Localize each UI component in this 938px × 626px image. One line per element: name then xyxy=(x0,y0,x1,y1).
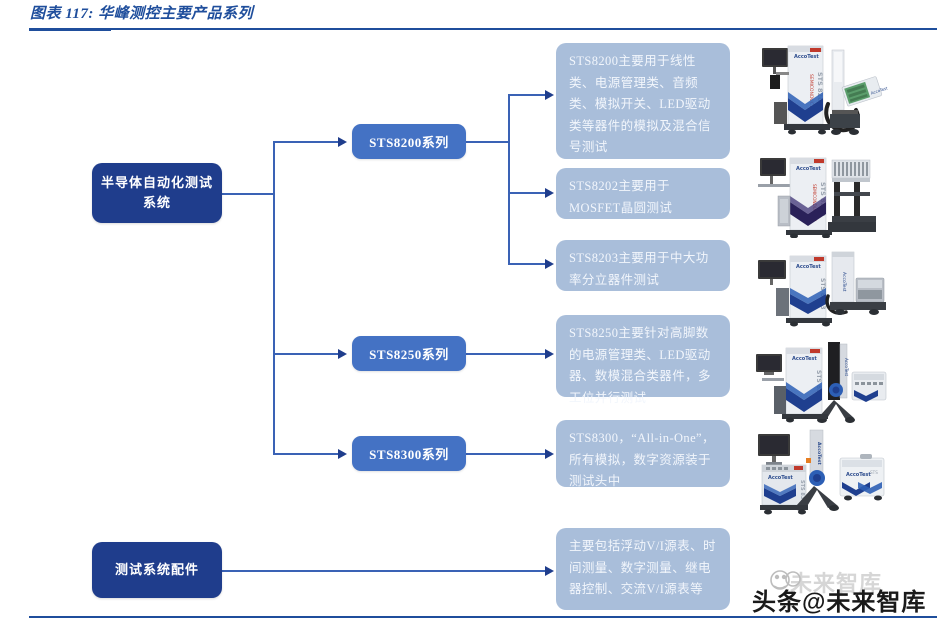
photo-sts8200: AccoTest STS 8200 SEMICONDUCTOR AccoT xyxy=(748,42,888,154)
node-label: STS8300系列 xyxy=(369,447,449,462)
svg-text:AccoTest: AccoTest xyxy=(796,264,821,270)
connector-sts8250-desc xyxy=(466,353,548,356)
description-sts8200: STS8200主要用于线性类、电源管理类、音频类、模拟开关、LED驱动类等器件的… xyxy=(556,43,730,159)
description-text: STS8203主要用于中大功率分立器件测试 xyxy=(569,251,709,287)
node-label: 半导体自动化测试系统 xyxy=(100,174,213,210)
connector-root-stem xyxy=(222,193,274,196)
connector-branch-sts8200 xyxy=(273,141,341,144)
svg-text:AccoTest: AccoTest xyxy=(794,54,819,60)
connector-sts8300-desc xyxy=(466,453,548,456)
arrow-desc-sts8203 xyxy=(545,259,554,269)
node-label: STS8250系列 xyxy=(369,347,449,362)
svg-text:AccoTest: AccoTest xyxy=(844,358,849,377)
description-sts8250: STS8250主要针对高脚数的电源管理类、LED驱动器、数模混合类器件，多工位并… xyxy=(556,315,730,405)
svg-text:SEMICONDUCTOR: SEMICONDUCTOR xyxy=(808,74,814,114)
node-sts8200-series[interactable]: STS8200系列 xyxy=(352,124,466,159)
connector-sts8200-d1 xyxy=(508,94,548,97)
arrow-desc-sts8200 xyxy=(545,90,554,100)
arrow-desc-sts8250 xyxy=(545,349,554,359)
svg-text:AccoTest: AccoTest xyxy=(792,356,817,362)
node-sts8250-series[interactable]: STS8250系列 xyxy=(352,336,466,371)
svg-text:AccoTest: AccoTest xyxy=(841,272,847,292)
connector-sts8200-d2 xyxy=(508,192,548,195)
node-semiconductor-ate-system[interactable]: 半导体自动化测试系统 xyxy=(92,163,222,223)
svg-text:STS 8300: STS 8300 xyxy=(799,480,805,507)
svg-text:AccoTest: AccoTest xyxy=(870,85,888,95)
description-accessory: 主要包括浮动V/I源表、时间测量、数字测量、继电器控制、交流V/I源表等 xyxy=(556,528,730,610)
arrow-sts8250 xyxy=(338,349,347,359)
connector-sts8200-d3 xyxy=(508,263,548,266)
description-text: STS8200主要用于线性类、电源管理类、音频类、模拟开关、LED驱动类等器件的… xyxy=(569,54,711,154)
arrow-sts8300 xyxy=(338,449,347,459)
connector-branch-sts8300 xyxy=(273,453,341,456)
description-sts8300: STS8300，“All-in-One”，所有模拟，数字资源装于测试头中 xyxy=(556,420,730,488)
arrow-desc-sts8202 xyxy=(545,188,554,198)
arrow-sts8200 xyxy=(338,137,347,147)
description-text: STS8300，“All-in-One”，所有模拟，数字资源装于测试头中 xyxy=(569,431,715,488)
watermark-text: 头条@未来智库 xyxy=(752,589,927,616)
description-text: 主要包括浮动V/I源表、时间测量、数字测量、继电器控制、交流V/I源表等 xyxy=(569,539,716,596)
description-text: STS8202主要用于MOSFET晶圆测试 xyxy=(569,179,673,215)
node-label: 测试系统配件 xyxy=(114,561,199,577)
footer-rule xyxy=(29,616,937,618)
svg-text:SEMICONDUCTOR: SEMICONDUCTOR xyxy=(812,184,817,222)
connector-sts8200-spine xyxy=(508,95,511,265)
svg-text:AccoTest: AccoTest xyxy=(846,472,871,478)
description-sts8203: STS8203主要用于中大功率分立器件测试 xyxy=(556,240,730,291)
photo-sts8203: AccoTest STS 8203 AccoTest xyxy=(748,238,888,348)
photo-sts8300: AccoTest STS 8300 AccoTest AccoTest STS xyxy=(748,428,888,526)
watermark-ghost-text: 未来智库 xyxy=(790,571,883,596)
arrow-desc-sts8300 xyxy=(545,449,554,459)
connector-branch-sts8250 xyxy=(273,353,341,356)
connector-root-spine xyxy=(273,142,276,455)
connector-accessory-desc xyxy=(222,570,548,573)
arrow-desc-accessory xyxy=(545,566,554,576)
figure-title: 图表 117: 华峰测控主要产品系列 xyxy=(30,6,254,22)
svg-text:STS: STS xyxy=(870,470,878,475)
description-sts8202: STS8202主要用于MOSFET晶圆测试 xyxy=(556,168,730,219)
node-test-system-accessory[interactable]: 测试系统配件 xyxy=(92,542,222,598)
watermark-logo-icon xyxy=(766,568,808,598)
svg-text:AccoTest: AccoTest xyxy=(816,442,822,466)
description-text: STS8250主要针对高脚数的电源管理类、LED驱动器、数模混合类器件，多工位并… xyxy=(569,326,711,405)
svg-text:STS 8200: STS 8200 xyxy=(816,72,824,107)
photo-sts8250: AccoTest STS 8250 AccoTest xyxy=(748,334,888,438)
node-sts8300-series[interactable]: STS8300系列 xyxy=(352,436,466,471)
header-rule xyxy=(29,28,937,30)
connector-sts8200-stem xyxy=(466,141,510,144)
node-label: STS8200系列 xyxy=(369,135,449,150)
svg-text:AccoTest: AccoTest xyxy=(796,166,821,172)
svg-text:AccoTest: AccoTest xyxy=(768,475,793,481)
header-rule-accent xyxy=(29,28,111,31)
